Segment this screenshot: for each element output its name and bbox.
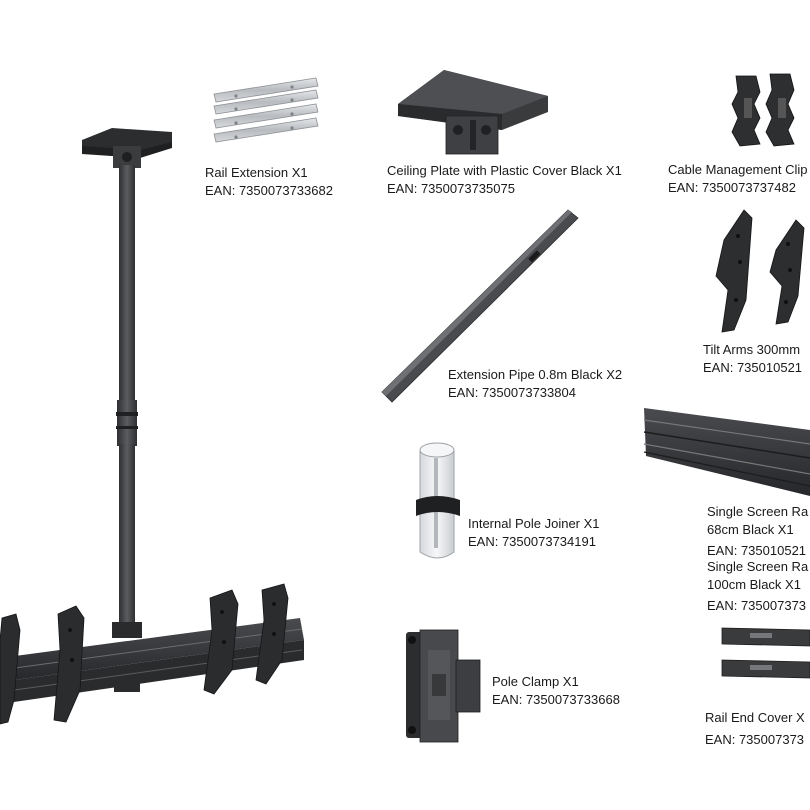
part-ean: EAN: 735007373 (705, 732, 805, 747)
label-rail-end-cover: Rail End Cover X EAN: 735007373 (705, 709, 805, 749)
part-ean: EAN: 7350073735075 (387, 181, 515, 196)
label-single-screen-rail-68: Single Screen Ra 68cm Black X1 EAN: 7350… (707, 503, 808, 560)
pole-clamp-illustration (406, 629, 481, 743)
cable-management-clip-illustration (731, 73, 795, 147)
part-ean: EAN: 735007373 (707, 598, 807, 613)
rail-extension-illustration (213, 77, 319, 143)
part-name: Rail Extension X1 (205, 165, 308, 180)
part-name-2: 68cm Black X1 (707, 522, 794, 537)
part-name: Internal Pole Joiner X1 (468, 516, 600, 531)
label-tilt-arms: Tilt Arms 300mm EAN: 735010521 (703, 341, 802, 377)
part-name: Tilt Arms 300mm (703, 342, 801, 357)
part-ean: EAN: 7350073733668 (492, 692, 620, 707)
label-rail-extension: Rail Extension X1 EAN: 7350073733682 (205, 164, 333, 200)
ceiling-plate-illustration (398, 70, 548, 155)
part-ean: EAN: 735010521 (703, 360, 803, 375)
part-name: Single Screen Ra (707, 559, 809, 574)
extension-pipe-illustration (381, 209, 579, 403)
part-name: Cable Management Clip (668, 162, 808, 177)
label-pole-clamp: Pole Clamp X1 EAN: 7350073733668 (492, 673, 620, 709)
label-cable-management: Cable Management Clip EAN: 7350073737482 (668, 161, 807, 197)
part-name: Single Screen Ra (707, 504, 809, 519)
part-ean: EAN: 7350073734191 (468, 534, 596, 549)
part-ean: EAN: 7350073733682 (205, 183, 333, 198)
label-ceiling-plate: Ceiling Plate with Plastic Cover Black X… (387, 162, 622, 198)
single-screen-rail-illustration (643, 408, 810, 496)
part-name: Extension Pipe 0.8m Black X2 (448, 367, 623, 382)
part-name: Pole Clamp X1 (492, 674, 579, 689)
part-ean: EAN: 735010521 (707, 543, 807, 558)
tilt-arms-illustration (715, 209, 805, 333)
part-ean: EAN: 7350073737482 (668, 180, 796, 195)
part-name: Rail End Cover X (705, 710, 805, 725)
label-internal-pole-joiner: Internal Pole Joiner X1 EAN: 73500737341… (468, 515, 600, 551)
part-name: Ceiling Plate with Plastic Cover Black X… (387, 163, 622, 178)
internal-pole-joiner-illustration (416, 442, 460, 559)
part-ean: EAN: 7350073733804 (448, 385, 576, 400)
assembled-ceiling-mount (0, 128, 304, 725)
label-single-screen-rail-100: Single Screen Ra 100cm Black X1 EAN: 735… (707, 558, 808, 615)
rail-end-cover-illustration (721, 627, 810, 679)
label-extension-pipe: Extension Pipe 0.8m Black X2 EAN: 735007… (448, 366, 622, 402)
part-name-2: 100cm Black X1 (707, 577, 801, 592)
